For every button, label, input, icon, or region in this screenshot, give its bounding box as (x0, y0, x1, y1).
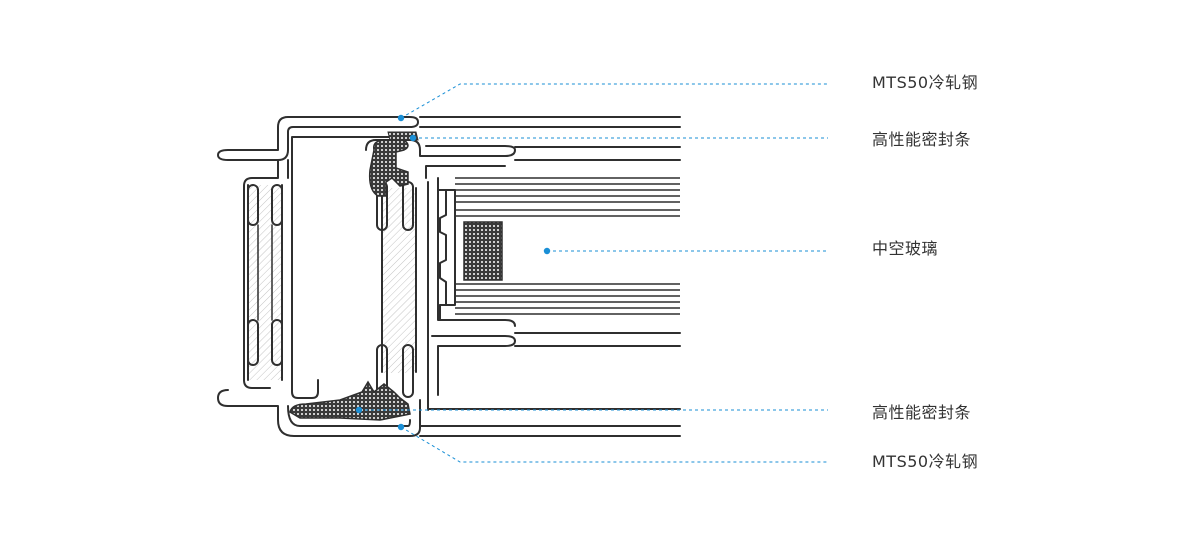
top-seal-gasket (368, 139, 409, 197)
callout-label-steel-bottom: MTS50冷轧钢 (872, 452, 979, 471)
inner-steel-channel (291, 136, 399, 399)
callout-dot-steel-top (397, 114, 405, 122)
callout-dot-glass (543, 247, 551, 255)
bottom-seal-gasket (289, 380, 411, 421)
insulated-glass (455, 177, 680, 315)
frame-rails (419, 116, 681, 437)
glazing-bead (437, 189, 447, 321)
callout-label-seal-top: 高性能密封条 (872, 130, 972, 149)
sash-profile (365, 139, 516, 157)
callout-dot-steel-bottom (397, 423, 405, 431)
callout-dots (355, 114, 551, 431)
glass-spacer (463, 221, 503, 281)
callout-label-steel-top: MTS50冷轧钢 (872, 73, 979, 92)
callout-dot-seal-bottom (355, 406, 363, 414)
callout-label-glass: 中空玻璃 (872, 239, 939, 258)
callout-dot-seal-top (409, 134, 417, 142)
callout-leaders (359, 83, 828, 463)
callout-label-seal-bottom: 高性能密封条 (872, 403, 972, 422)
outer-frame-profile (217, 116, 419, 161)
